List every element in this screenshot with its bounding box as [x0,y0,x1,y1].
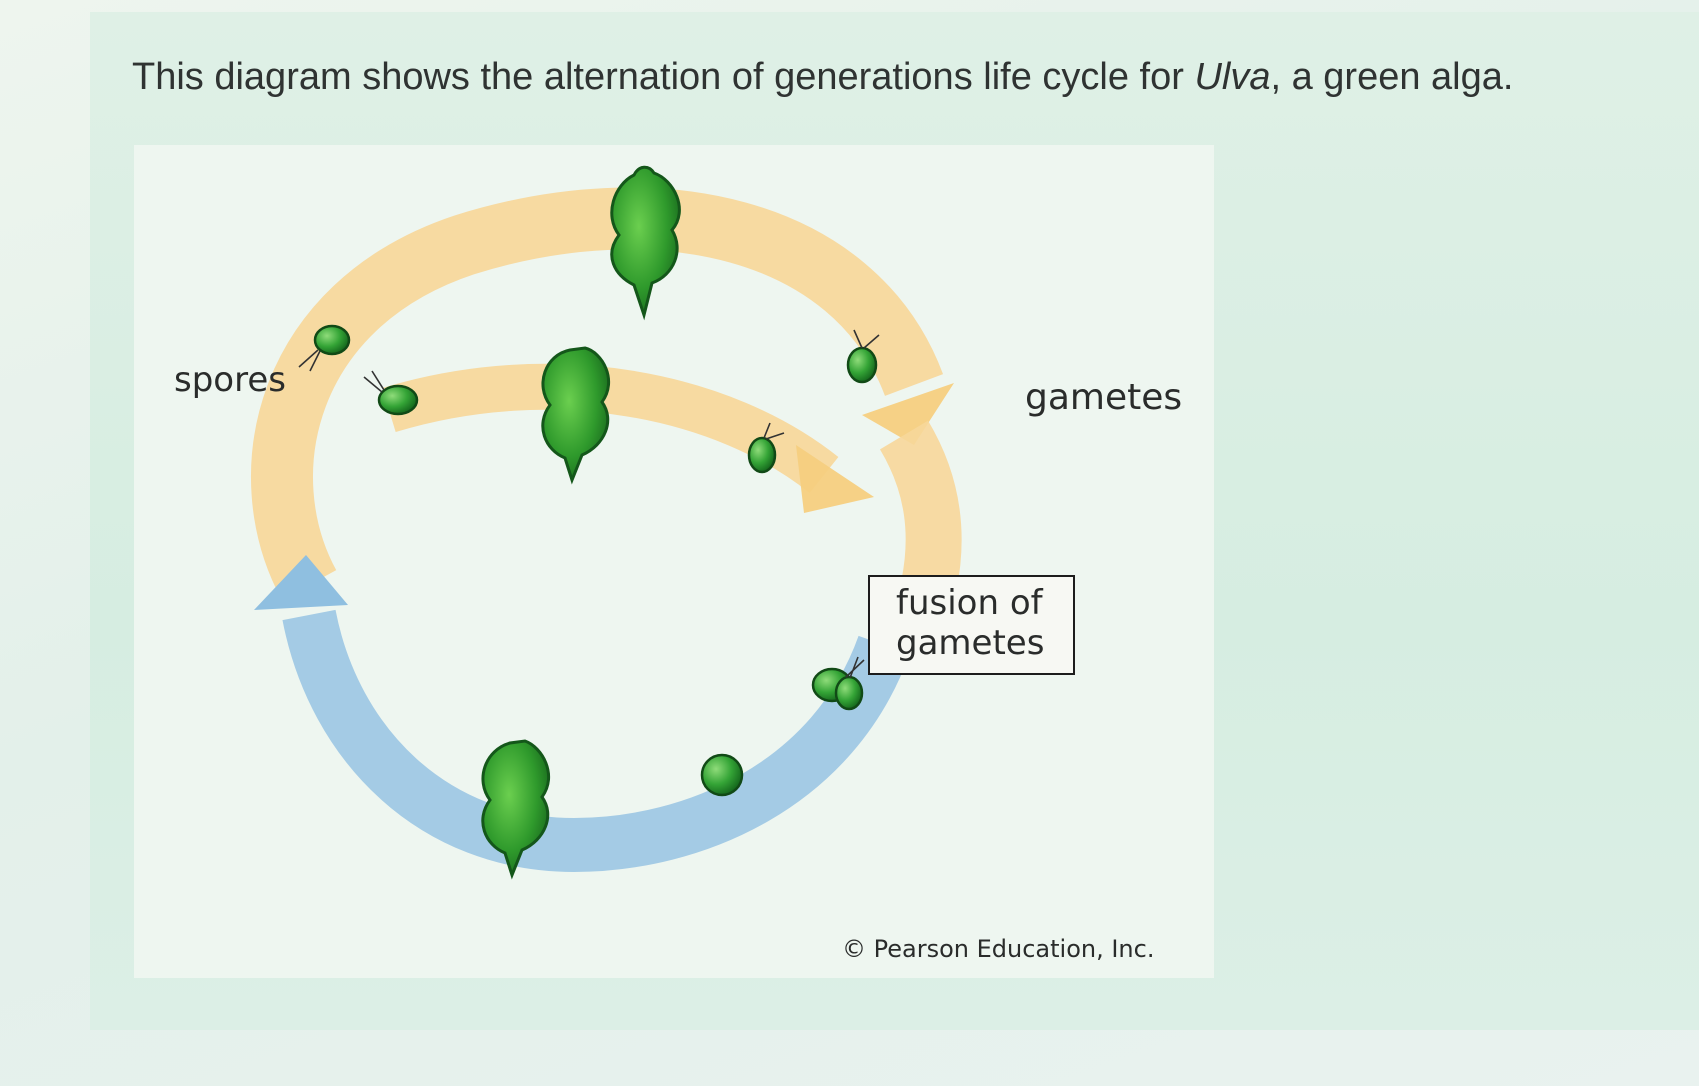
life-cycle-graphic [251,165,962,880]
alga-middle-icon [541,346,610,485]
diploid-arrowhead [254,555,348,610]
question-prefix: This diagram shows the alternation of ge… [132,56,1195,98]
copyright-notice: © Pearson Education, Inc. [842,935,1155,963]
gamete-inner-arrowhead [796,445,874,513]
haploid-right-segment [879,420,962,591]
gamete-inner-arrow [382,363,839,494]
organism-name: Ulva [1194,56,1271,98]
gametes-label: gametes [1025,377,1183,418]
alga-bottom-icon [481,739,550,880]
spore-cell-1-icon [298,324,351,372]
gamete-cell-1-icon [846,329,880,384]
spores-label: spores [174,360,286,400]
alga-top-icon [610,165,681,321]
fusion-label-line2: gametes [896,623,1045,663]
diploid-arrow [282,609,910,873]
question-suffix: , a green alga. [1270,56,1514,98]
haploid-outer-arrowhead [862,383,954,445]
question-text: This diagram shows the alternation of ge… [132,56,1513,99]
zygote-icon [700,753,744,797]
life-cycle-diagram: spores gametes fusion of gametes © Pears… [134,145,1214,978]
gamete-cell-2-icon [747,422,785,474]
fusion-of-gametes-box: fusion of gametes [868,575,1075,675]
spore-cell-2-icon [363,370,419,416]
haploid-outer-arrow [251,187,944,600]
fusion-label-line1: fusion of [896,583,1043,623]
fusing-gametes-icon [811,656,865,711]
